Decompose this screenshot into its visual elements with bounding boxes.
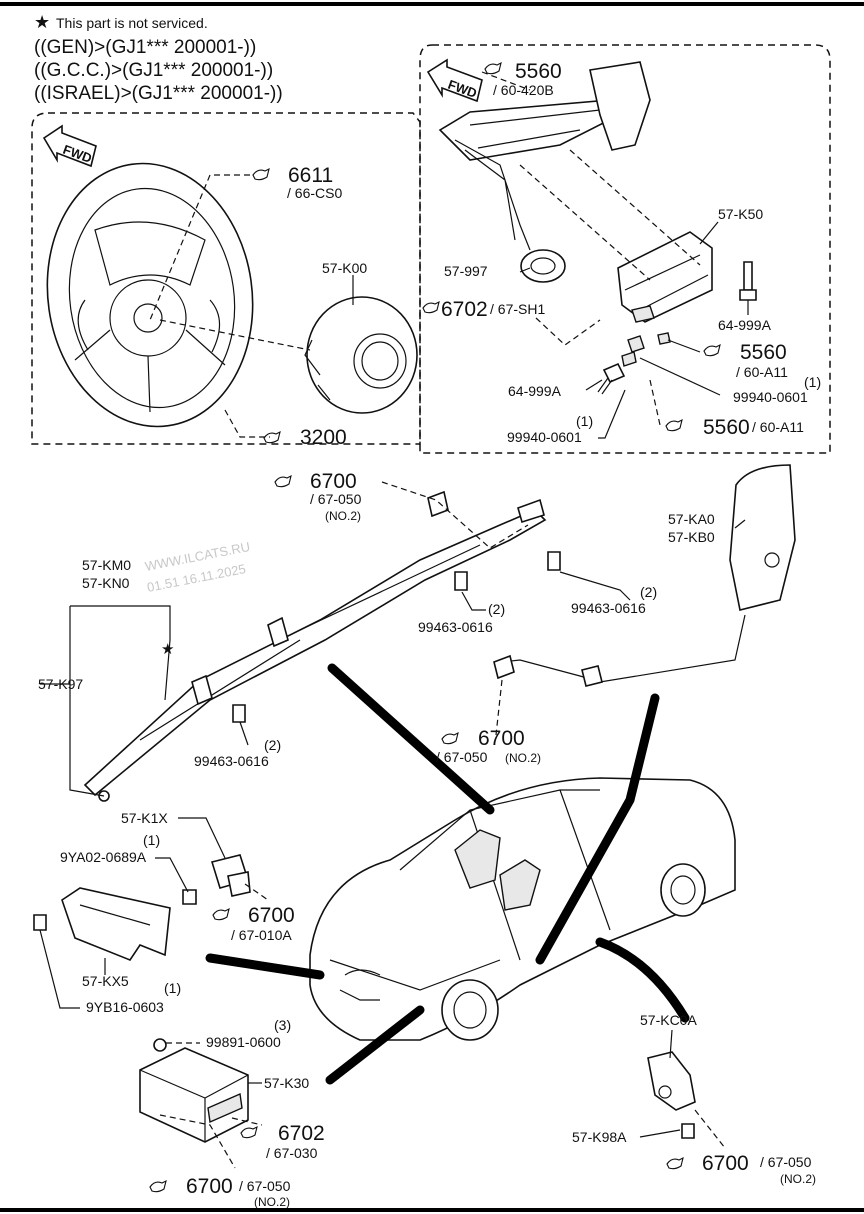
- bracket-57-kx5: [33, 887, 171, 961]
- passenger-airbag-module: [617, 231, 713, 323]
- label-99940-0601-b[interactable]: 99940-0601: [507, 429, 582, 445]
- fwd-arrow-column: FWD: [426, 58, 483, 103]
- label-6611[interactable]: 6611: [288, 164, 333, 187]
- steering-wheel: [46, 162, 254, 428]
- bolt-64-999a-left: [597, 362, 626, 395]
- label-60-a11-b: / 60-A11: [736, 364, 788, 380]
- label-6700-b[interactable]: 6700: [478, 727, 525, 750]
- label-60-a11-c: / 60-A11: [752, 419, 804, 435]
- side-sensor-57-kc0a: [647, 1051, 696, 1139]
- label-9ya02-0689a[interactable]: 9YA02-0689A: [60, 849, 147, 865]
- label-57-kc0a[interactable]: 57-KC0A: [640, 1012, 697, 1028]
- label-6700-e[interactable]: 6700: [702, 1152, 749, 1175]
- label-66-cs0: / 66-CS0: [287, 185, 342, 201]
- fwd-arrow-wheel: FWD: [42, 124, 97, 168]
- driver-airbag-module: [304, 296, 418, 414]
- label-67-sh1: / 67-SH1: [490, 301, 545, 317]
- clock-spring: [520, 249, 566, 283]
- label-9yb16-0603[interactable]: 9YB16-0603: [86, 999, 164, 1015]
- part-labels: 6611 / 66-CS0 57-K00 3200 5560 / 60-420B…: [38, 60, 821, 1209]
- label-no2-a: (NO.2): [325, 509, 361, 523]
- label-57-k1x[interactable]: 57-K1X: [121, 810, 168, 826]
- label-67-050-d: / 67-050: [239, 1178, 291, 1194]
- label-qty-1-a: (1): [804, 374, 821, 390]
- label-99463-0616-c[interactable]: 99463-0616: [194, 753, 269, 769]
- label-no2-b: (NO.2): [505, 751, 541, 765]
- label-57-997[interactable]: 57-997: [444, 263, 488, 279]
- label-6702-b[interactable]: 6702: [278, 1122, 325, 1145]
- label-64-999a-right[interactable]: 64-999A: [718, 317, 772, 333]
- vehicle-body: [309, 777, 736, 1041]
- label-57-k50[interactable]: 57-K50: [718, 206, 763, 222]
- label-57-k97[interactable]: 57-K97: [38, 676, 83, 692]
- label-67-050-b: / 67-050: [436, 749, 488, 765]
- label-6700-a[interactable]: 6700: [310, 470, 357, 493]
- label-99463-0616-a[interactable]: 99463-0616: [418, 619, 493, 635]
- label-qty-2-a: (2): [488, 601, 505, 617]
- label-no2-d: (NO.2): [254, 1195, 290, 1209]
- label-99891-0600[interactable]: 99891-0600: [206, 1034, 281, 1050]
- label-67-050-a: / 67-050: [310, 491, 362, 507]
- label-64-999a-left[interactable]: 64-999A: [508, 383, 562, 399]
- label-3200[interactable]: 3200: [300, 426, 347, 449]
- curtain-airbag: [83, 490, 547, 797]
- label-5560-c[interactable]: 5560: [703, 416, 750, 439]
- leader-lines: [39, 71, 749, 1169]
- label-5560-b[interactable]: 5560: [740, 341, 787, 364]
- label-no2-e: (NO.2): [780, 1172, 816, 1186]
- steering-column-group-box: [419, 44, 831, 454]
- applicability-israel: ((ISRAEL)>(GJ1*** 200001-)): [34, 83, 283, 104]
- applicability-gen: ((GEN)>(GJ1*** 200001-)): [34, 37, 256, 58]
- label-57-kn0[interactable]: 57-KN0: [82, 575, 130, 591]
- label-57-kx5[interactable]: 57-KX5: [82, 973, 129, 989]
- applicability-gcc: ((G.C.C.)>(GJ1*** 200001-)): [34, 60, 273, 81]
- label-57-k30[interactable]: 57-K30: [264, 1075, 309, 1091]
- label-57-ka0[interactable]: 57-KA0: [668, 511, 715, 527]
- header-block: ★ This part is not serviced. ((GEN)>(GJ1…: [34, 12, 283, 104]
- sas-control-module-57-k30: [139, 1038, 249, 1143]
- label-qty-1-c: (1): [143, 832, 160, 848]
- label-57-kb0[interactable]: 57-KB0: [668, 529, 715, 545]
- label-6702-a[interactable]: 6702: [441, 298, 488, 321]
- label-qty-3: (3): [274, 1017, 291, 1033]
- label-57-k00[interactable]: 57-K00: [322, 260, 367, 276]
- label-60-420b: / 60-420B: [493, 82, 554, 98]
- label-99463-0616-b[interactable]: 99463-0616: [571, 600, 646, 616]
- label-qty-2-c: (2): [264, 737, 281, 753]
- label-6700-c[interactable]: 6700: [248, 904, 295, 927]
- star-icon: ★: [34, 12, 50, 32]
- bolt-64-999a-right: [739, 261, 757, 301]
- label-6700-d[interactable]: 6700: [186, 1175, 233, 1198]
- steering-column-assembly: [438, 61, 651, 251]
- label-5560-a[interactable]: 5560: [515, 60, 562, 83]
- star-icon: ★: [161, 641, 174, 658]
- side-airbag-seat: [493, 464, 796, 687]
- crash-sensor-57-k1x: [182, 854, 251, 905]
- not-serviced-note: This part is not serviced.: [56, 15, 208, 31]
- label-qty-1-b: (1): [576, 413, 593, 429]
- label-qty-2-b: (2): [640, 584, 657, 600]
- label-99940-0601-a[interactable]: 99940-0601: [733, 389, 808, 405]
- label-57-k98a[interactable]: 57-K98A: [572, 1129, 627, 1145]
- label-67-010a: / 67-010A: [231, 927, 292, 943]
- callout-bars: [205, 663, 690, 1085]
- label-67-030: / 67-030: [266, 1145, 318, 1161]
- label-57-km0[interactable]: 57-KM0: [82, 557, 131, 573]
- label-67-050-e: / 67-050: [760, 1154, 812, 1170]
- label-qty-1-d: (1): [164, 980, 181, 996]
- brackets: [621, 305, 671, 367]
- curtain-bolts: [98, 551, 561, 802]
- steering-wheel-group-box: [31, 112, 421, 445]
